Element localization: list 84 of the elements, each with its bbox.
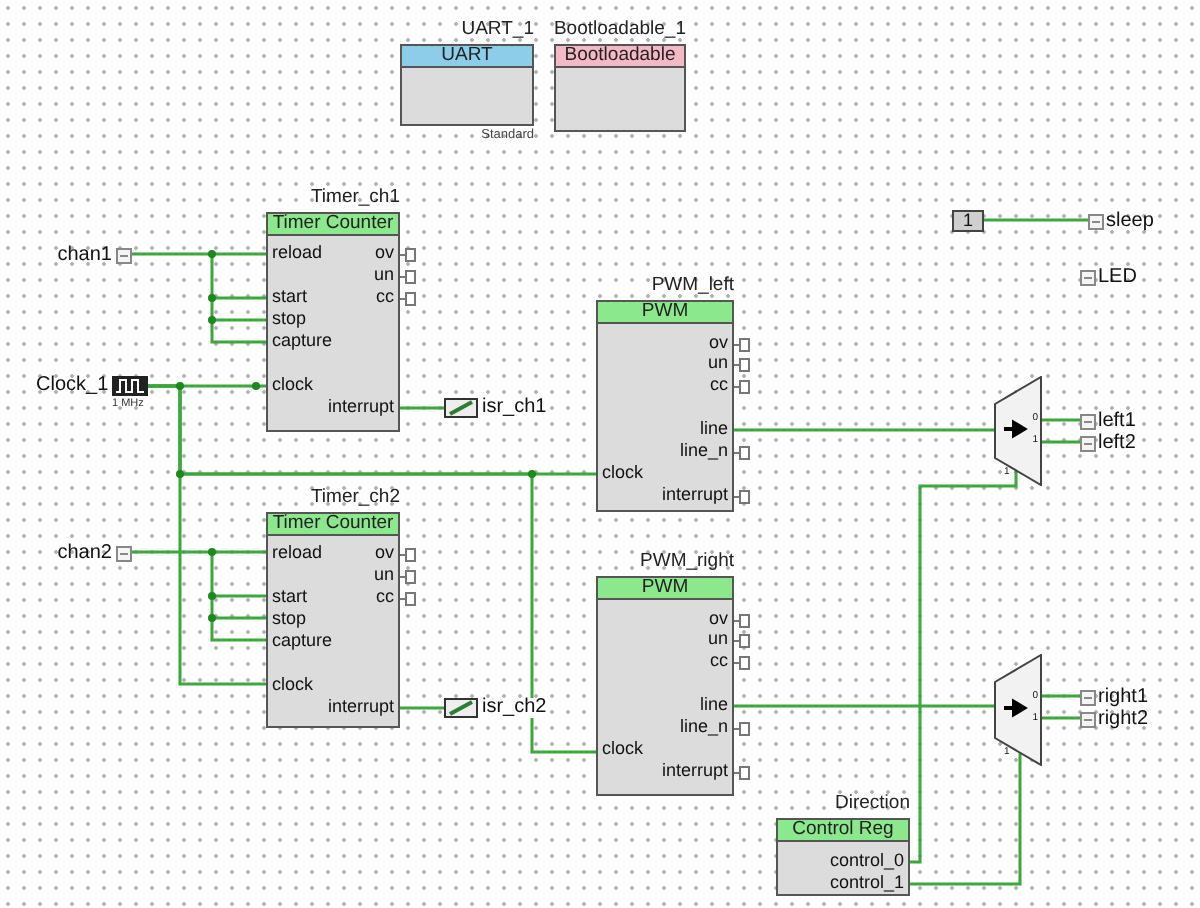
component-name: UART_1 — [461, 20, 534, 39]
wire — [1042, 418, 1080, 422]
port-label: capture — [272, 632, 333, 650]
port-label: ov — [708, 610, 728, 628]
wire — [734, 428, 994, 432]
port-label: ov — [708, 334, 728, 352]
component-name: Timer_ch2 — [310, 488, 400, 507]
component-name: PWM_left — [651, 276, 734, 295]
block-header: PWM — [596, 300, 734, 324]
multiplexer — [994, 376, 1042, 486]
block-header: Timer Counter — [266, 212, 400, 236]
port-label: control_1 — [829, 874, 904, 892]
block-header: PWM — [596, 576, 734, 600]
block-header: Bootloadable — [554, 44, 686, 68]
port-label: un — [707, 354, 728, 372]
port-label: start — [272, 588, 308, 606]
port-label: interrupt — [661, 486, 728, 504]
port-label: ov — [374, 544, 394, 562]
component-name: Timer_ch1 — [310, 188, 400, 207]
wire — [400, 406, 444, 410]
constant-block: 1 — [952, 210, 984, 232]
component-block — [596, 552, 734, 796]
port-label: line — [699, 420, 728, 438]
component-name: Direction — [835, 794, 910, 813]
port-label: control_0 — [829, 852, 904, 870]
port-label: stop — [272, 610, 307, 628]
component-block — [266, 488, 400, 728]
component-block — [596, 276, 734, 512]
port-label: line_n — [679, 442, 728, 460]
component-block — [554, 20, 686, 132]
port-label: interrupt — [327, 698, 394, 716]
interrupt-name: isr_ch1 — [482, 398, 547, 418]
wire — [1042, 716, 1080, 720]
block-header: Timer Counter — [266, 512, 400, 536]
multiplexer — [994, 654, 1042, 766]
port-label: un — [707, 630, 728, 648]
block-header: UART — [400, 44, 534, 68]
port-label: clock — [602, 740, 644, 758]
wire — [910, 753, 1022, 886]
pin-name: sleep — [1106, 212, 1154, 232]
component-name: Bootloadable_1 — [553, 20, 686, 39]
port-label: reload — [272, 244, 323, 262]
pin-name: right1 — [1098, 688, 1149, 708]
port-label: stop — [272, 310, 307, 328]
port-label: start — [272, 288, 308, 306]
port-label: line_n — [679, 718, 728, 736]
wire — [400, 706, 444, 710]
wire — [148, 384, 596, 754]
pin-name: LED — [1098, 268, 1137, 288]
pin-name: chan2 — [57, 544, 112, 564]
wire — [1042, 440, 1080, 444]
port-label: capture — [272, 332, 333, 350]
interrupt-name: isr_ch2 — [482, 698, 547, 718]
pin-name: left1 — [1098, 412, 1136, 432]
interrupt — [444, 396, 548, 420]
wire — [1042, 694, 1080, 698]
wire — [132, 550, 266, 554]
port-label: un — [373, 566, 394, 584]
port-label: interrupt — [327, 398, 394, 416]
pin-name: right2 — [1098, 710, 1149, 730]
component-name: PWM_right — [640, 552, 734, 571]
wire — [132, 252, 266, 256]
component-block — [776, 794, 910, 896]
pin-name: chan1 — [57, 246, 112, 266]
pin-name: left2 — [1098, 434, 1136, 454]
wire — [984, 218, 1088, 222]
port-label: cc — [710, 652, 728, 670]
port-label: clock — [272, 676, 314, 694]
block-header: Control Reg — [776, 818, 910, 842]
port-label: clock — [602, 464, 644, 482]
port-label: ov — [374, 244, 394, 262]
port-label: cc — [376, 288, 394, 306]
port-label: line — [699, 696, 728, 714]
port-label: cc — [376, 588, 394, 606]
port-label: un — [373, 266, 394, 284]
port-label: cc — [710, 376, 728, 394]
port-label: clock — [272, 376, 314, 394]
wire — [910, 470, 1018, 864]
component-block — [266, 188, 400, 432]
wire — [734, 704, 994, 708]
interrupt — [444, 696, 548, 720]
port-label: interrupt — [661, 762, 728, 780]
port-label: reload — [272, 544, 323, 562]
clock-name: Clock_1 — [36, 376, 109, 396]
